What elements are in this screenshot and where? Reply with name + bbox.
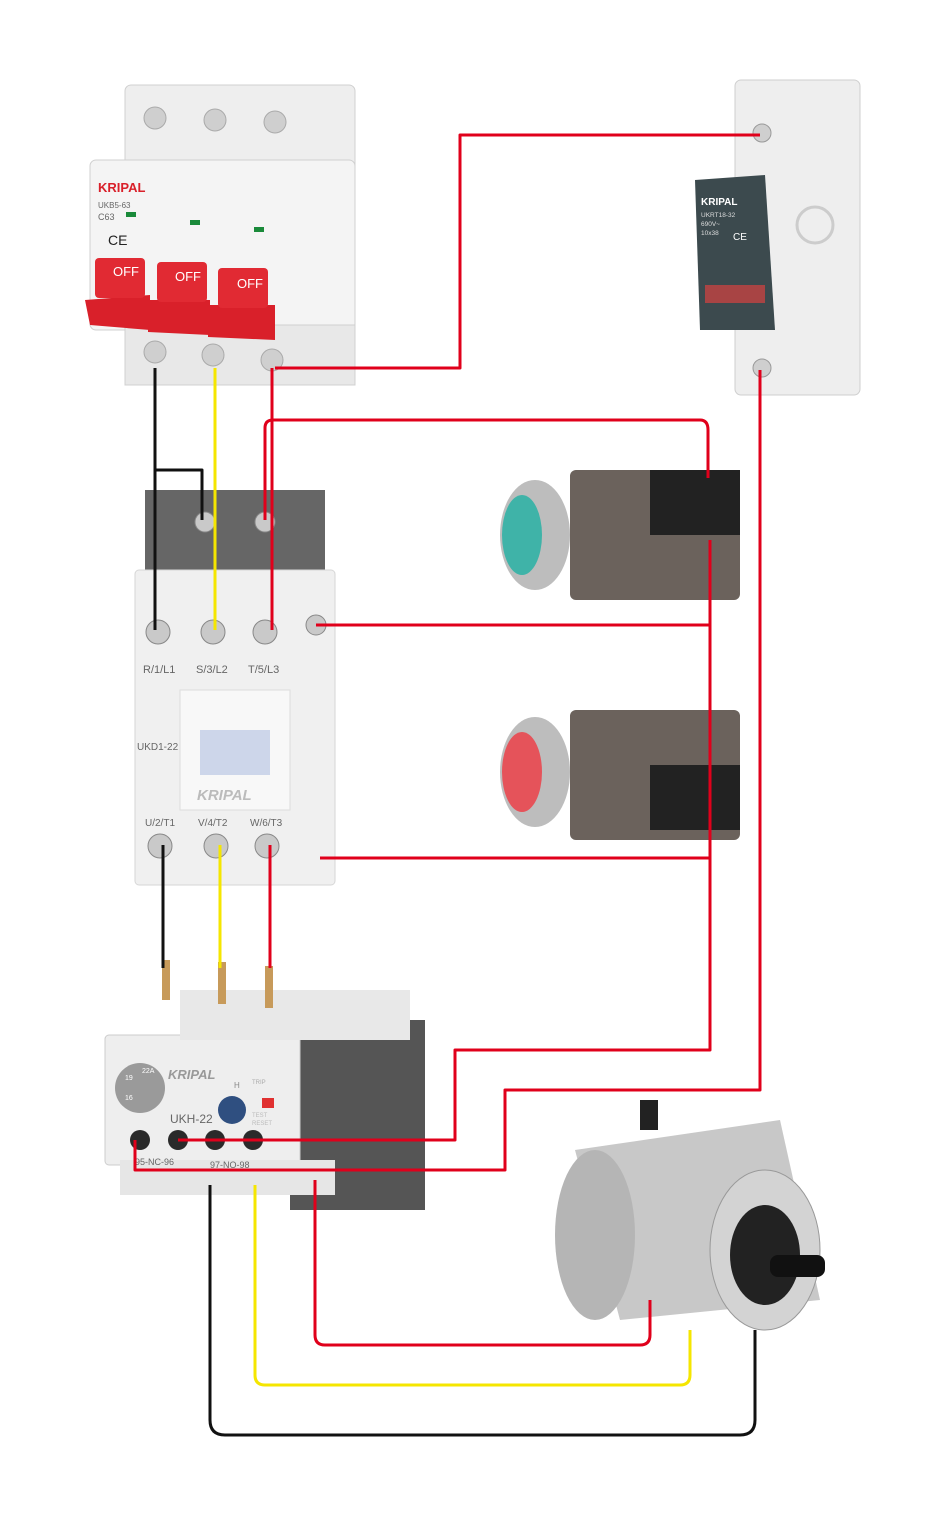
wire-coil-to-start: [263, 418, 710, 520]
dial-value-19: 19: [125, 1075, 133, 1082]
contactor: R/1/L1 S/3/L2 T/5/L3 UKD1-22 KRIPAL U/2/…: [134, 490, 336, 886]
contactor-terminal-l1: R/1/L1: [143, 664, 175, 676]
wire-motor-black: [208, 1185, 757, 1437]
contactor-terminal-l2: S/3/L2: [196, 664, 228, 676]
mcb-toggle-2-label: OFF: [175, 269, 201, 284]
contactor-model: UKD1-22: [137, 742, 179, 753]
contactor-terminal-t1: U/2/T1: [145, 818, 175, 829]
fuse-ce-mark: CE: [733, 232, 747, 243]
contactor-terminal-t3: W/6/T3: [250, 818, 283, 829]
wire-fuse-to-overload: [133, 370, 762, 1172]
fuse-brand: KRIPAL: [701, 197, 737, 208]
mcb-toggle-3-label: OFF: [237, 276, 263, 291]
wire-stop-to-overload: [178, 860, 712, 1142]
stop-button[interactable]: [500, 710, 740, 840]
wire-mcb-to-fuse: [275, 133, 760, 370]
contactor-brand: KRIPAL: [197, 787, 252, 804]
fuse-holder: KRIPAL UKRT18-32 690V~ 10x38 CE: [695, 79, 861, 396]
red-push-button-icon: [502, 732, 542, 812]
mcb-toggles[interactable]: OFF OFF OFF: [85, 258, 275, 340]
tag-reset: RESET: [252, 1121, 272, 1127]
overload-relay: 22A 19 16 KRIPAL H TRIP TEST RESET UKH-2…: [104, 960, 425, 1210]
mcb-toggle-1-label: OFF: [113, 264, 139, 279]
dial-value-22a: 22A: [142, 1068, 155, 1075]
fuse-size: 10x38: [701, 230, 719, 237]
contactor-terminal-l3: T/5/L3: [248, 664, 279, 676]
wire-l1-jumper: [155, 468, 204, 520]
electric-motor-icon: [555, 1100, 825, 1331]
mcb-model: UKB5-63: [98, 201, 131, 210]
tag-trip: TRIP: [252, 1080, 266, 1086]
contact-95-96: 95-NC-96: [135, 1157, 174, 1167]
contactor-terminal-t2: V/4/T2: [198, 818, 228, 829]
tag-test: TEST: [252, 1113, 268, 1119]
start-button[interactable]: [500, 470, 740, 600]
green-push-button-icon: [502, 495, 542, 575]
mcb-rating: C63: [98, 212, 115, 222]
wire-motor-red: [313, 1180, 652, 1347]
wires: [133, 133, 762, 1437]
trip-indicator: [262, 1098, 274, 1108]
overload-model: UKH-22: [170, 1112, 213, 1126]
wire-motor-yellow: [253, 1185, 692, 1387]
mcb-breaker: KRIPAL UKB5-63 C63 CE OFF OFF OFF: [85, 84, 356, 386]
overload-brand: KRIPAL: [168, 1067, 215, 1082]
mcb-ce-mark: CE: [108, 232, 127, 248]
mcb-brand: KRIPAL: [98, 180, 145, 195]
current-adjust-dial[interactable]: [218, 1096, 246, 1124]
fuse-model: UKRT18-32: [701, 212, 736, 219]
contact-97-98: 97-NO-98: [210, 1160, 250, 1170]
dial-value-16: 16: [125, 1095, 133, 1102]
tag-h: H: [234, 1081, 240, 1090]
fuse-voltage: 690V~: [701, 221, 720, 228]
